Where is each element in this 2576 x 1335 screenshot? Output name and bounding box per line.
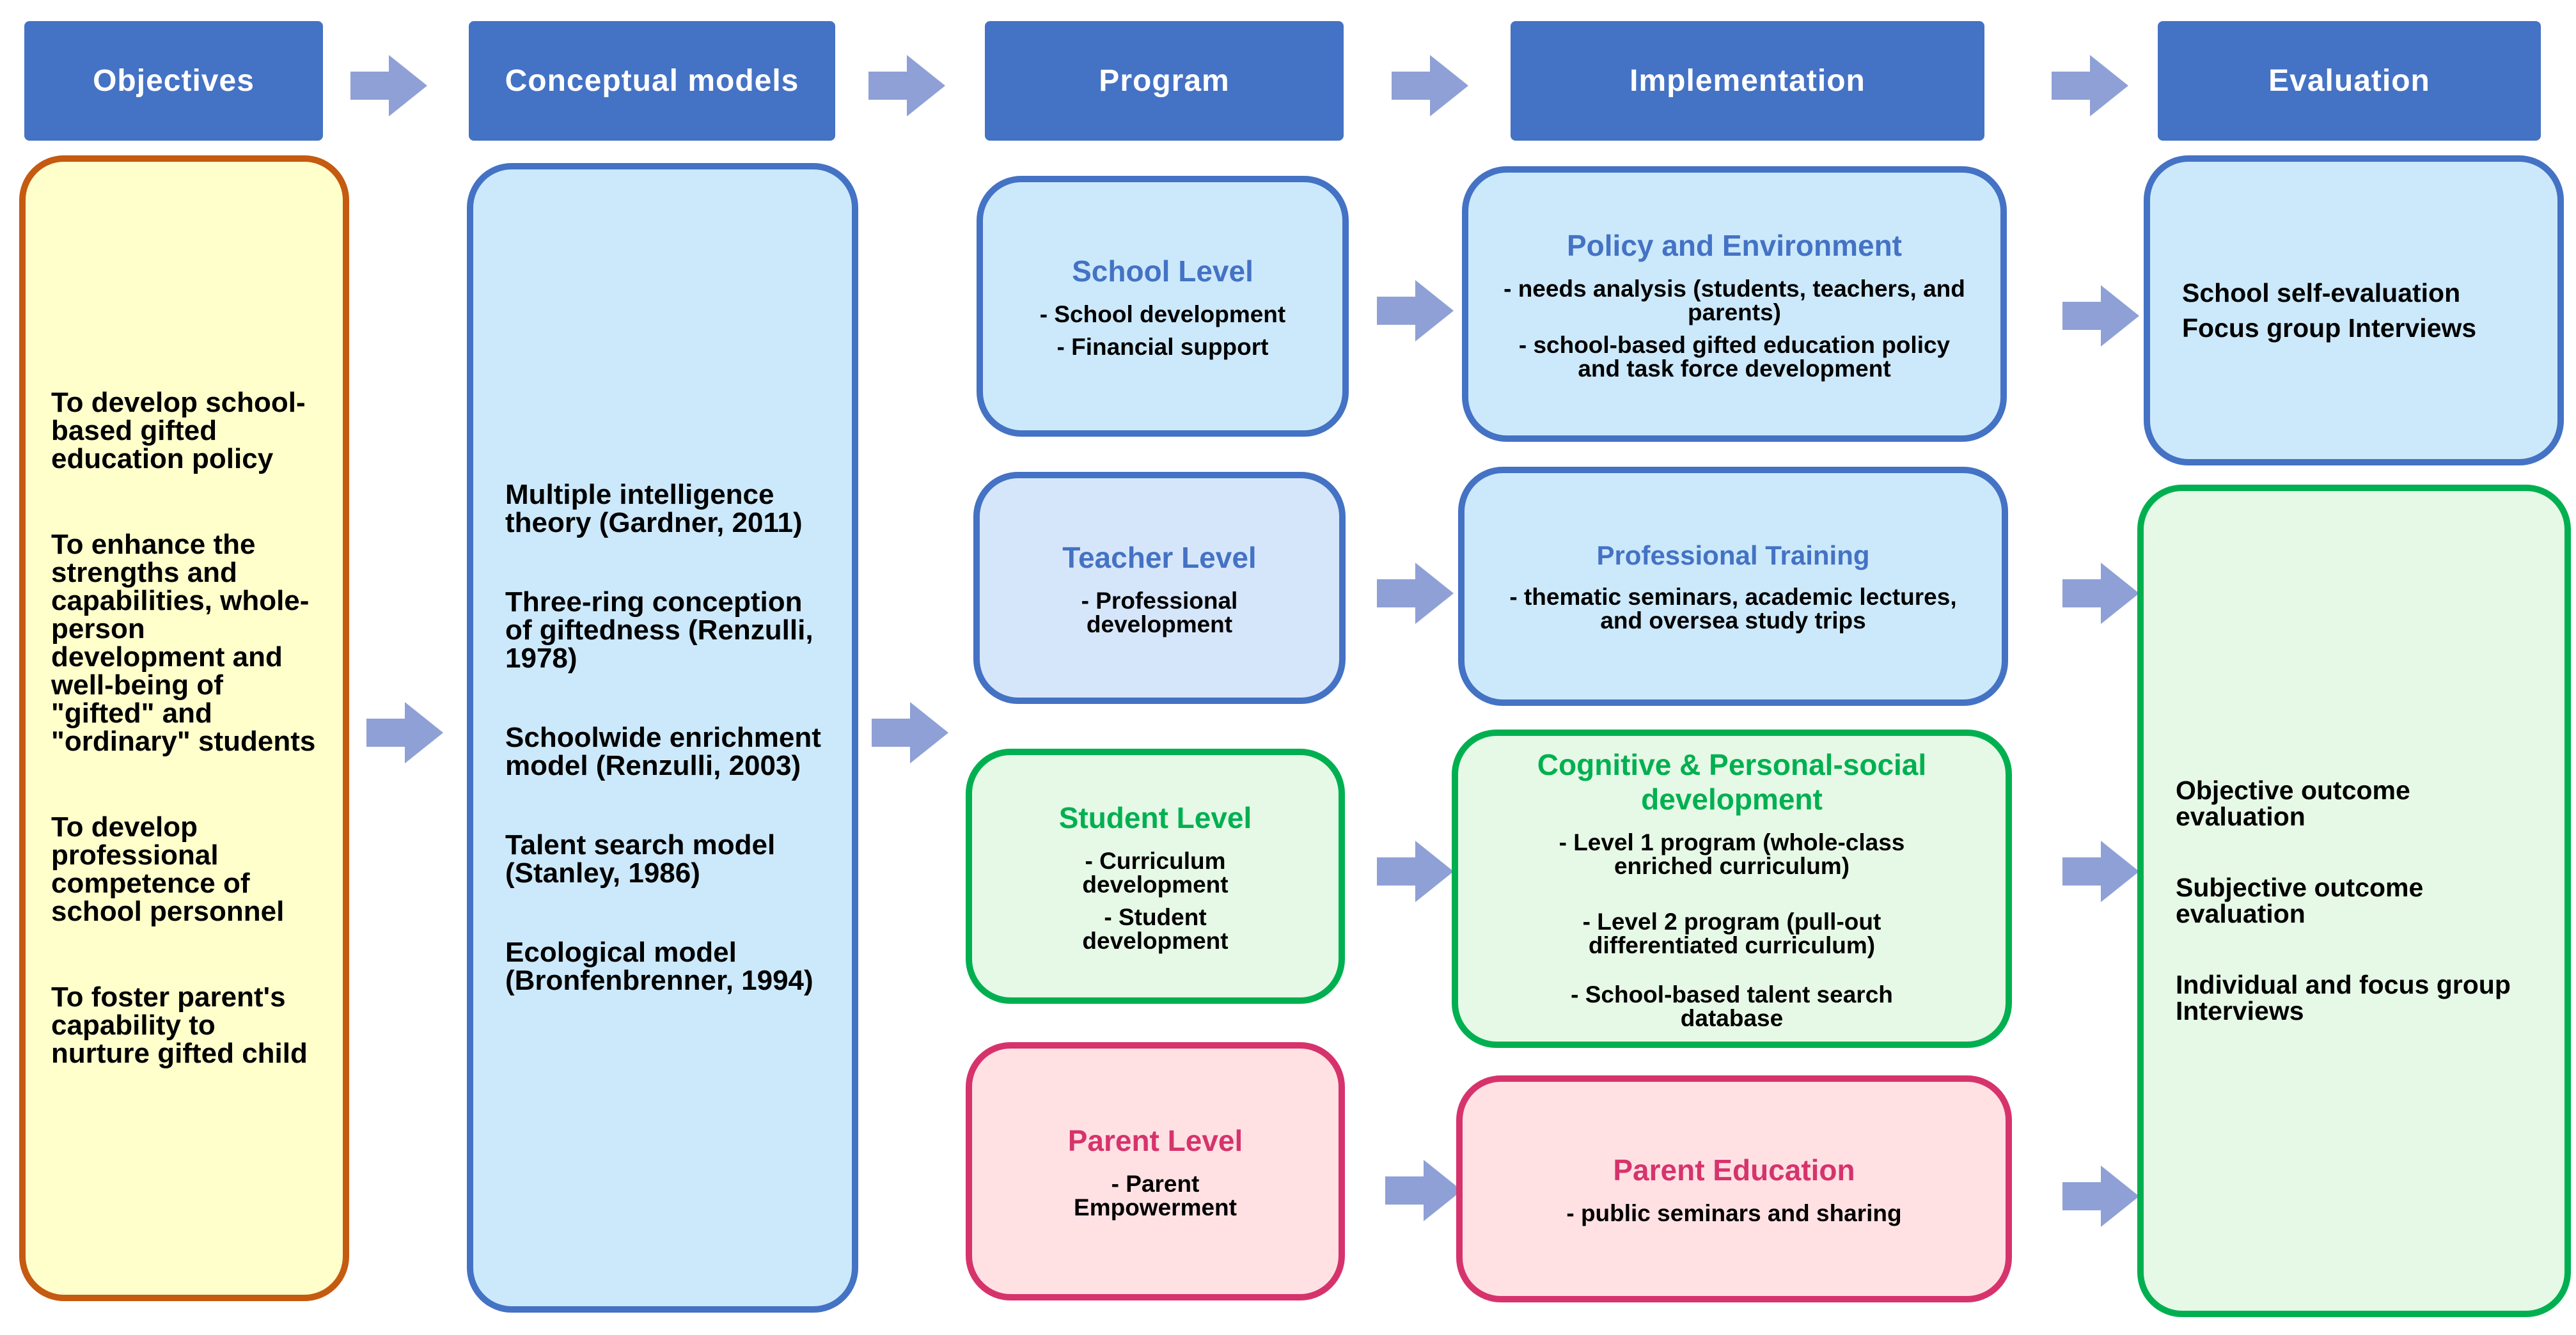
arrow-right-icon	[2052, 55, 2128, 116]
school-level-item: - Financial support	[1056, 334, 1269, 360]
header-implementation: Implementation	[1511, 21, 1984, 141]
parent-level-item: - Parent Empowerment	[1074, 1171, 1237, 1221]
header-objectives: Objectives	[24, 21, 323, 141]
arrow-right-icon	[350, 55, 427, 116]
parent-education-item: - public seminars and sharing	[1566, 1200, 1902, 1226]
student-level-box: Student Level - Curriculum development -…	[966, 749, 1345, 1004]
student-level-title: Student Level	[1058, 800, 1252, 834]
policy-environment-item: - needs analysis (students, teachers, an…	[1504, 275, 1965, 325]
model-item: Ecological model (Bronfenbrenner, 1994)	[505, 937, 813, 996]
school-level-title: School Level	[1072, 254, 1253, 288]
professional-training-box: Professional Training - thematic seminar…	[1458, 467, 2008, 706]
objectives-panel: To develop school-based gifted education…	[19, 155, 349, 1301]
arrow-right-icon	[1392, 55, 1468, 116]
policy-environment-item: - school-based gifted education policy a…	[1518, 331, 1951, 382]
arrow-right-icon	[2062, 841, 2139, 902]
outcome-evaluation-item: Subjective outcome evaluation	[2176, 873, 2424, 928]
policy-environment-title: Policy and Environment	[1567, 228, 1902, 262]
teacher-level-title: Teacher Level	[1062, 540, 1257, 574]
conceptual-models-panel: Multiple intelligence theory (Gardner, 2…	[467, 163, 858, 1313]
arrow-right-icon	[2062, 563, 2139, 624]
student-level-item: - Student development	[1082, 903, 1229, 954]
model-item: Multiple intelligence theory (Gardner, 2…	[505, 479, 803, 538]
school-evaluation-item: Focus group Interviews	[2182, 313, 2477, 343]
outcome-evaluation-item: Objective outcome evaluation	[2176, 776, 2410, 831]
header-program: Program	[985, 21, 1344, 141]
school-evaluation-box: School self-evaluation Focus group Inter…	[2144, 155, 2564, 465]
cognitive-development-box: Cognitive & Personal-social development …	[1452, 730, 2012, 1048]
objective-item: To enhance the strengths and capabilitie…	[51, 529, 316, 757]
outcome-evaluation-box: Objective outcome evaluation Subjective …	[2137, 485, 2571, 1317]
arrow-right-icon	[2062, 1166, 2139, 1227]
parent-level-box: Parent Level - Parent Empowerment	[966, 1042, 1345, 1300]
objective-item: To develop school-based gifted education…	[51, 387, 306, 474]
arrow-right-icon	[1377, 280, 1454, 341]
outcome-evaluation-item: Individual and focus group Interviews	[2176, 970, 2511, 1026]
arrow-right-icon	[872, 702, 948, 763]
header-conceptual-models: Conceptual models	[469, 21, 835, 141]
arrow-right-icon	[1385, 1160, 1462, 1221]
arrow-right-icon	[2062, 285, 2139, 347]
arrow-right-icon	[868, 55, 945, 116]
parent-education-title: Parent Education	[1613, 1153, 1855, 1187]
model-item: Talent search model (Stanley, 1986)	[505, 829, 776, 889]
school-evaluation-item: School self-evaluation	[2182, 277, 2461, 308]
teacher-level-box: Teacher Level - Professional development	[973, 472, 1346, 704]
policy-environment-box: Policy and Environment - needs analysis …	[1462, 166, 2007, 442]
cognitive-development-item: - Level 1 program (whole-class enriched …	[1559, 829, 1905, 879]
arrow-right-icon	[1377, 841, 1454, 902]
arrow-right-icon	[366, 702, 443, 763]
student-level-item: - Curriculum development	[1082, 847, 1229, 898]
school-level-box: School Level - School development - Fina…	[977, 176, 1349, 437]
school-level-item: - School development	[1039, 301, 1286, 327]
parent-education-box: Parent Education - public seminars and s…	[1456, 1075, 2012, 1302]
cognitive-development-title: Cognitive & Personal-social development	[1537, 748, 1927, 816]
cognitive-development-item: - School-based talent search database	[1571, 981, 1893, 1031]
professional-training-title: Professional Training	[1596, 540, 1870, 570]
arrow-right-icon	[1377, 563, 1454, 624]
parent-level-title: Parent Level	[1067, 1124, 1243, 1157]
professional-training-item: - thematic seminars, academic lectures, …	[1509, 584, 1957, 634]
cognitive-development-item: - Level 2 program (pull-out differentiat…	[1582, 909, 1881, 958]
objective-item: To foster parent's capability to nurture…	[51, 981, 308, 1069]
model-item: Schoolwide enrichment model (Renzulli, 2…	[505, 722, 821, 781]
header-evaluation: Evaluation	[2158, 21, 2541, 141]
teacher-level-item: - Professional development	[1081, 587, 1238, 637]
objective-item: To develop professional competence of sc…	[51, 811, 285, 927]
model-item: Three-ring conception of giftedness (Ren…	[505, 586, 813, 674]
